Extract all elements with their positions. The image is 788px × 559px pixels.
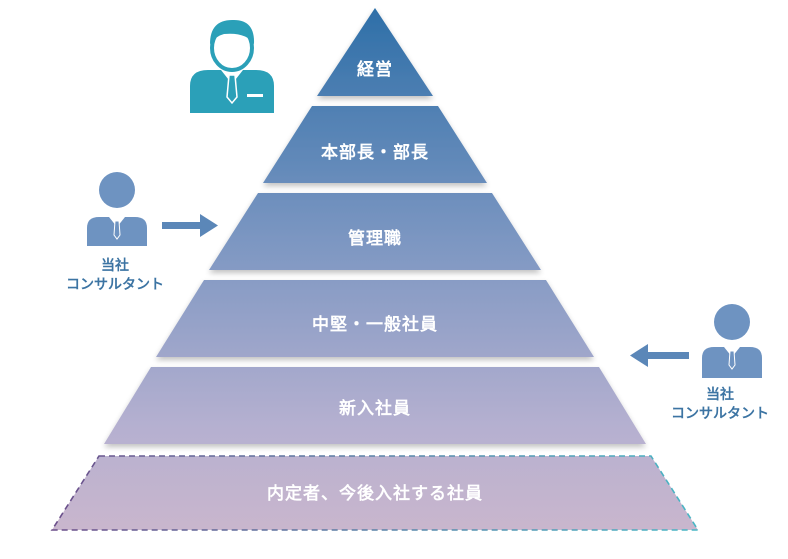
tier-prospective <box>50 455 700 531</box>
consultant-person-icon-left <box>87 172 147 246</box>
tier-executive-label: 経営 <box>357 59 393 80</box>
consultant-label-left-line1: 当社 <box>101 258 129 274</box>
consultant-person-icon-right <box>702 304 762 378</box>
consultant-label-right: 当社 コンサルタント <box>652 386 788 424</box>
tier-division-head-label: 本部長・部長 <box>321 142 429 163</box>
tier-executive <box>317 8 433 96</box>
tier-mid-general-label: 中堅・一般社員 <box>312 314 438 335</box>
tier-mid-general <box>156 280 594 357</box>
tier-management <box>209 193 541 270</box>
tier-new-hire <box>104 367 646 444</box>
executive-person-icon <box>190 19 274 113</box>
tier-prospective-label: 内定者、今後入社する社員 <box>267 483 483 504</box>
tier-new-hire-label: 新入社員 <box>339 398 411 419</box>
consultant-label-right-line2: コンサルタント <box>671 406 769 422</box>
consultant-label-right-line1: 当社 <box>706 387 734 403</box>
tier-division-head <box>263 106 487 183</box>
arrow-right-icon <box>162 214 218 237</box>
consultant-label-left: 当社 コンサルタント <box>40 257 190 295</box>
tier-management-label: 管理職 <box>348 228 402 249</box>
consultant-label-left-line2: コンサルタント <box>66 277 164 293</box>
arrow-left-icon <box>630 344 689 367</box>
